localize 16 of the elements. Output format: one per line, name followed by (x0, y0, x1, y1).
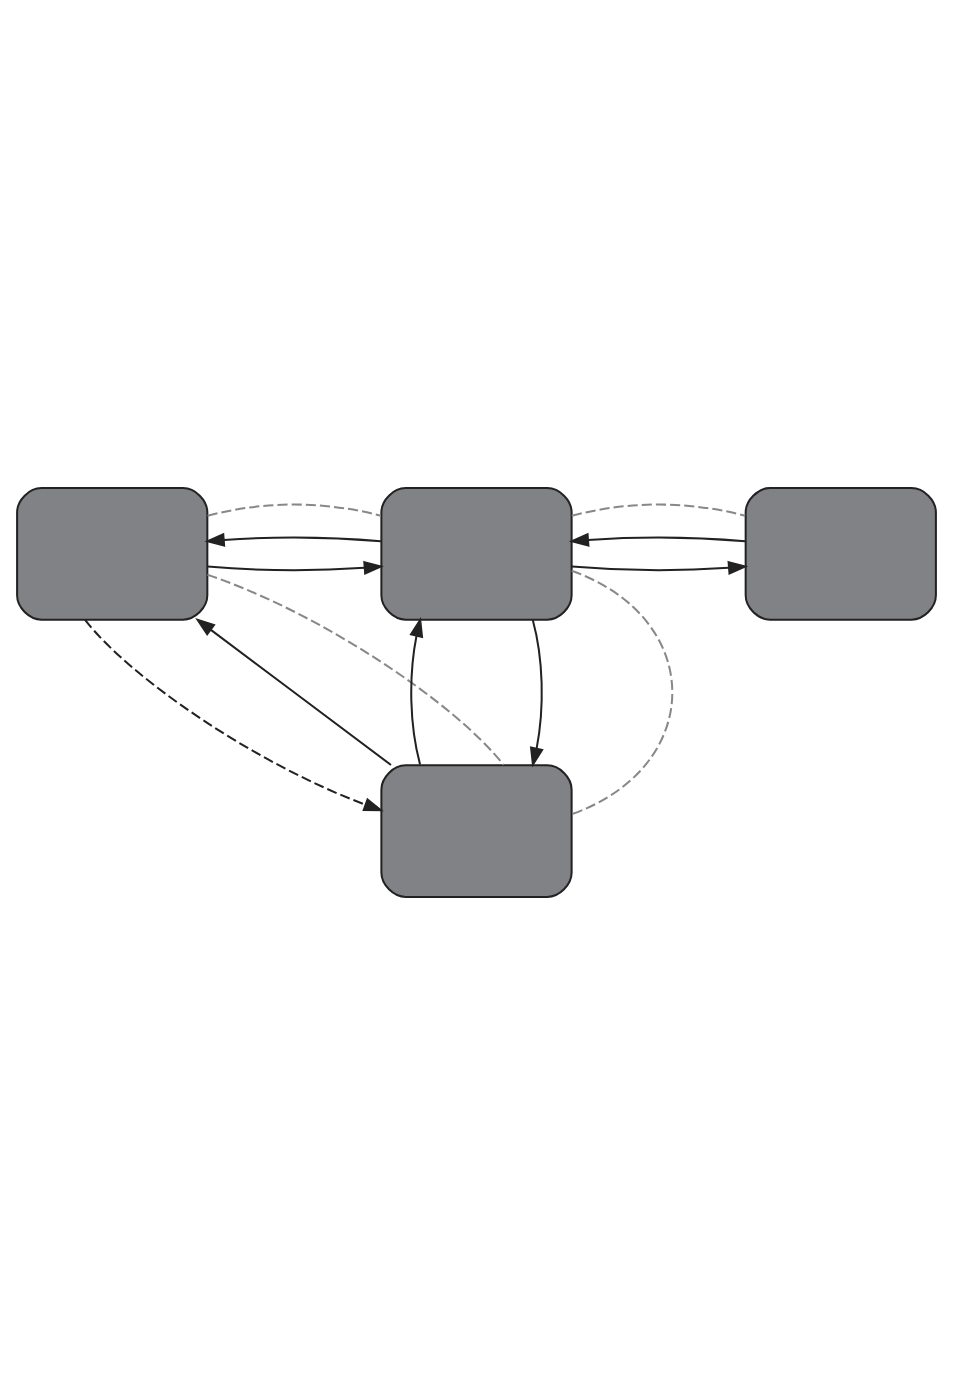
arrow (529, 619, 544, 767)
arrow (568, 532, 746, 547)
arrow (571, 560, 749, 575)
node-box (380, 763, 573, 898)
node-box (380, 486, 573, 621)
arrow (207, 560, 384, 575)
connector (571, 503, 746, 517)
connector (571, 569, 674, 815)
connector (207, 573, 505, 766)
arrow (84, 618, 384, 811)
arrow (204, 532, 381, 547)
node-box (16, 486, 209, 621)
arrow (195, 617, 392, 766)
node-box (744, 486, 937, 621)
connector (207, 503, 382, 517)
arrow (409, 616, 424, 765)
